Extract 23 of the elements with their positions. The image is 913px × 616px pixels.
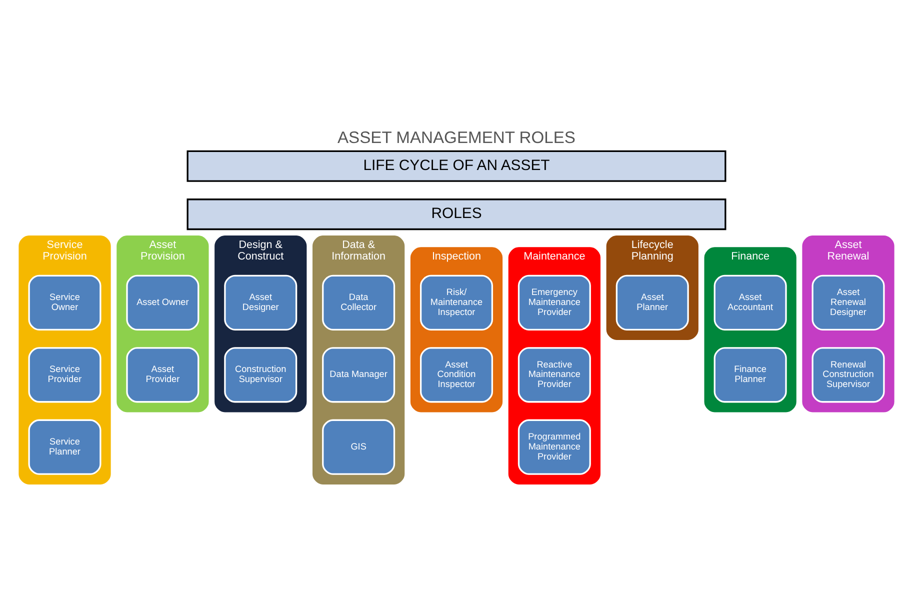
node-box: Emergency Maintenance Provider — [518, 274, 591, 330]
node-box: Data Collector — [322, 274, 396, 330]
node-box: Asset Accountant — [714, 274, 787, 330]
node-box: Asset Renewal Designer — [812, 274, 885, 330]
node-box: GIS — [322, 418, 396, 474]
node-box: Risk/ Maintenance Inspector — [420, 274, 494, 330]
node-box: Asset Condition Inspector — [420, 346, 494, 402]
node-box: Reactive Maintenance Provider — [518, 346, 591, 402]
node-box: Asset Designer — [224, 274, 298, 330]
diagram-title: ASSET MANAGEMENT ROLES — [338, 127, 576, 146]
node-box: Asset Provider — [126, 346, 200, 402]
node-box: Service Owner — [28, 274, 102, 330]
node-box: Data Manager — [322, 346, 396, 402]
node-box: Construction Supervisor — [224, 346, 298, 402]
node-box: Asset Owner — [126, 274, 200, 330]
node-box: ROLES — [186, 198, 726, 230]
node-box: Renewal Construction Supervisor — [812, 346, 885, 402]
node-box: Service Provider — [28, 346, 102, 402]
node-box: Programmed Maintenance Provider — [518, 418, 591, 474]
node-box: LIFE CYCLE OF AN ASSET — [186, 150, 726, 182]
node-box: Service Planner — [28, 418, 102, 474]
node-box: Asset Planner — [616, 274, 689, 330]
node-box: Finance Planner — [714, 346, 787, 402]
